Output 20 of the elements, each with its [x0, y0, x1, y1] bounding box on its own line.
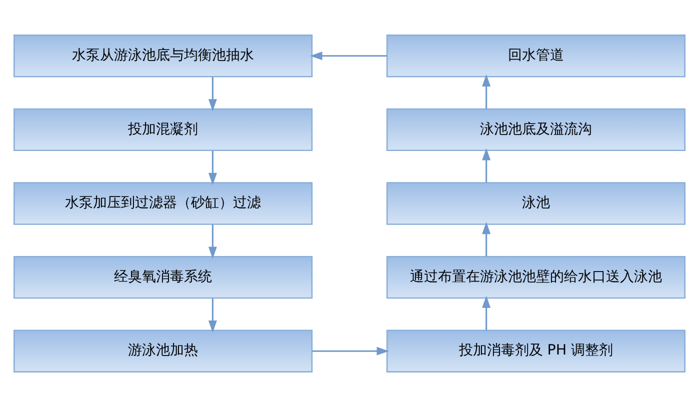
arrow [208, 76, 217, 112]
arrow [208, 298, 217, 333]
node-box: 回水管道 [386, 34, 686, 78]
node-box: 经臭氧消毒系统 [14, 256, 313, 299]
arrow [208, 150, 217, 186]
arrow [208, 224, 217, 259]
arrow [482, 222, 491, 256]
node-box: 泳池 [386, 182, 686, 225]
node-box: 投加消毒剂及 PH 调整剂 [386, 330, 686, 372]
node-box: 水泵从游泳池底与均衡池抽水 [14, 34, 313, 78]
arrow [310, 52, 387, 60]
node-box: 投加混凝剂 [14, 108, 313, 152]
node-box: 游泳池加热 [14, 330, 313, 372]
arrow [482, 296, 491, 330]
node-box: 水泵加压到过滤器（砂缸）过滤 [14, 182, 313, 225]
arrow [482, 148, 491, 183]
node-box: 泳池池底及溢流沟 [386, 108, 686, 152]
arrow [312, 346, 389, 356]
arrow [482, 74, 491, 109]
node-box: 通过布置在游泳池池壁的给水口送入泳池 [386, 256, 686, 299]
